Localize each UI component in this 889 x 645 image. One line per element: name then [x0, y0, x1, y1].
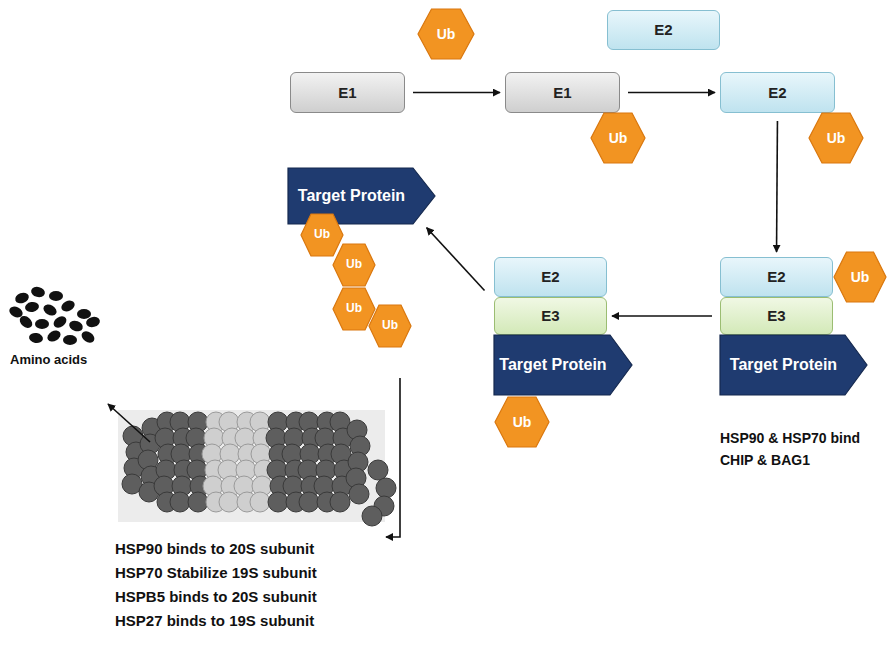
node-text: E2: [654, 21, 672, 38]
ubiquitin-hexagon: Ub: [590, 112, 646, 164]
e3-ligase-box: E3: [720, 297, 833, 335]
node-text: Ub: [314, 228, 330, 242]
ubiquitin-hexagon: Ub: [300, 213, 344, 257]
node-text: E2: [768, 84, 786, 101]
ubiquitin-hexagon: Ub: [808, 112, 864, 164]
e2-enzyme-box: E2: [607, 10, 720, 50]
node-text: Ub: [513, 414, 532, 430]
e1-enzyme-box: E1: [290, 72, 405, 113]
node-text: Ub: [346, 258, 362, 272]
node-text: Ub: [609, 130, 628, 146]
note-text: HSP90 binds to 20S subunit: [115, 540, 314, 557]
node-text: Target Protein: [730, 356, 837, 374]
target-protein-arrow: Target Protein: [494, 335, 632, 395]
ubiquitin-hexagon: Ub: [368, 304, 412, 348]
node-text: Ub: [851, 269, 870, 285]
e2-enzyme-box: E2: [494, 257, 607, 297]
node-text: Ub: [437, 26, 456, 42]
proteasome-ground: [118, 410, 385, 522]
flow-arrow: [612, 315, 712, 317]
ubiquitin-hexagon: Ub: [833, 251, 887, 303]
node-text: Ub: [827, 130, 846, 146]
note-text: HSP27 binds to 19S subunit: [115, 612, 314, 629]
ubiquitin-hexagon: Ub: [494, 396, 550, 448]
note-text: HSP70 Stabilize 19S subunit: [115, 564, 317, 581]
node-text: E2: [767, 268, 785, 285]
e1-enzyme-box: E1: [505, 72, 620, 113]
target-protein-arrow: Target Protein: [720, 335, 867, 395]
flow-arrow: [628, 92, 715, 94]
proteasome: [122, 412, 396, 526]
node-text: Ub: [382, 319, 398, 333]
flow-arrow: [427, 228, 485, 291]
note-text: HSP90 & HSP70 bind: [720, 430, 860, 446]
node-text: Ub: [346, 302, 362, 316]
node-text: E1: [338, 84, 356, 101]
amino-acid-cluster: [8, 285, 102, 345]
node-text: Target Protein: [298, 187, 405, 205]
node-text: Target Protein: [499, 356, 606, 374]
node-text: E2: [541, 268, 559, 285]
e2-enzyme-box: E2: [720, 257, 833, 297]
ubiquitin-hexagon: Ub: [417, 8, 475, 60]
node-text: E3: [541, 307, 559, 324]
note-text: HSPB5 binds to 20S subunit: [115, 588, 317, 605]
node-text: E1: [553, 84, 571, 101]
e3-ligase-box: E3: [494, 297, 607, 335]
to-amino-acids-arrow: [108, 404, 150, 442]
flow-arrow: [776, 121, 779, 252]
e2-enzyme-box: E2: [720, 72, 835, 113]
product-label: Amino acids: [10, 352, 87, 367]
ubiquitin-hexagon: Ub: [332, 243, 376, 287]
to-proteasome-arrow: [386, 378, 400, 537]
note-text: CHIP & BAG1: [720, 452, 810, 468]
flow-arrow: [413, 92, 500, 94]
node-text: E3: [767, 307, 785, 324]
